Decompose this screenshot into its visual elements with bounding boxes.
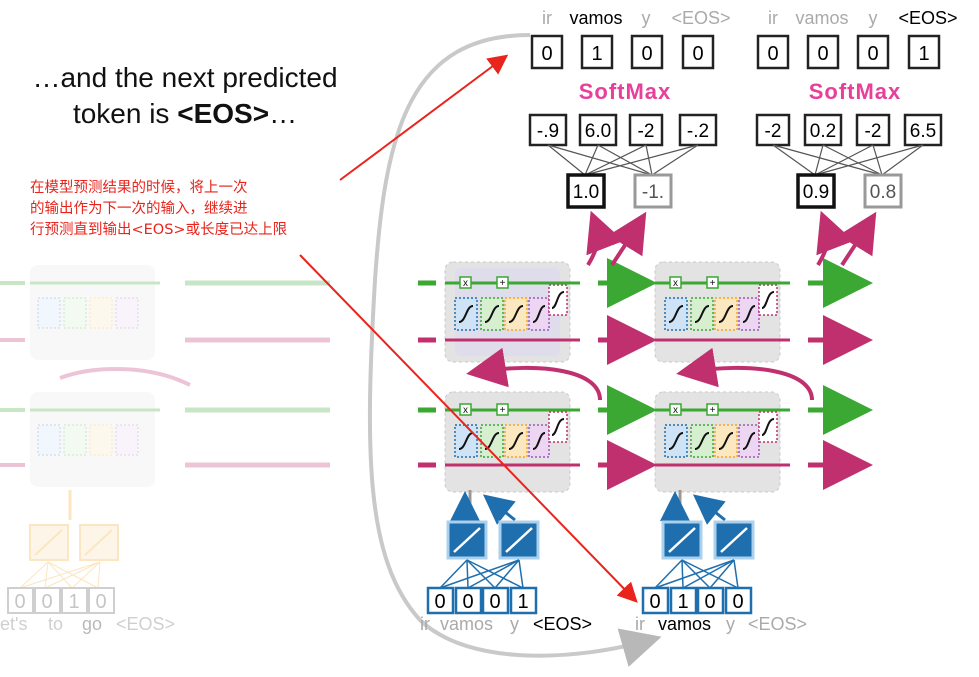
logit-cell: -.2 — [687, 121, 709, 142]
output-cell: 1 — [591, 43, 602, 65]
vocab-label: y — [510, 614, 519, 634]
feedback-loop-arrow — [367, 33, 662, 667]
output-cell: 0 — [767, 43, 778, 65]
annotation-arrow-down — [299, 254, 638, 603]
vocab-label: <EOS> — [671, 8, 730, 28]
heading-suffix: … — [269, 98, 298, 129]
output-cell: 0 — [817, 43, 828, 65]
vocab-label: ir — [542, 8, 552, 28]
decoder-lstm-grid: x + x + x + x + — [418, 210, 877, 515]
vocab-label: ir — [768, 8, 778, 28]
left-vocab-word: <EOS> — [116, 614, 175, 634]
output-cell: 0 — [641, 43, 652, 65]
vocab-label: <EOS> — [748, 614, 807, 634]
annotation-line-2: 的输出作为下一次的输入，继续进 — [30, 201, 248, 217]
svg-text:x: x — [463, 405, 468, 416]
decoder-step-1: ir vamos y <EOS> 0 1 0 0 SoftMax -.9 6.0… — [528, 8, 731, 209]
input-cell: 1 — [677, 591, 688, 613]
logit-cell: 6.0 — [585, 121, 611, 142]
left-input-cell: 1 — [68, 591, 79, 613]
softmax-label: SoftMax — [809, 79, 902, 104]
svg-text:x: x — [673, 278, 678, 289]
heading-line-2: token is <EOS>… — [0, 96, 370, 132]
hidden-value: -1. — [642, 182, 664, 203]
logit-cell: -2 — [765, 121, 782, 142]
decoder-step-2: ir vamos y <EOS> 0 0 0 1 SoftMax -2 0.2 … — [755, 8, 958, 209]
vocab-label: y — [726, 614, 735, 634]
vocab-label: <EOS> — [898, 8, 957, 28]
annotation-line-3: 行预测直到输出<EOS>或长度已达上限 — [30, 222, 288, 238]
left-input-cell: 0 — [41, 591, 52, 613]
input-cell: 0 — [434, 591, 445, 613]
logit-cell: -2 — [865, 121, 882, 142]
logit-cell: 0.2 — [810, 121, 836, 142]
vocab-label: ir — [635, 614, 645, 634]
left-input-cell: 0 — [14, 591, 25, 613]
vocab-label: vamos — [569, 8, 622, 28]
heading-token: <EOS> — [177, 98, 270, 129]
left-vocab-word: to — [48, 614, 63, 634]
svg-text:x: x — [673, 405, 678, 416]
vocab-label: vamos — [658, 614, 711, 634]
vocab-label: y — [869, 8, 878, 28]
svg-text:+: + — [710, 278, 716, 289]
input-cell: 0 — [649, 591, 660, 613]
hidden-value: 0.9 — [803, 182, 829, 203]
hidden-value: 1.0 — [573, 182, 599, 203]
heading-line-1: …and the next predicted — [32, 62, 338, 93]
slide-heading: …and the next predicted token is <EOS>… — [0, 60, 370, 132]
vocab-label: y — [642, 8, 651, 28]
svg-text:+: + — [500, 278, 506, 289]
logit-cell: 6.5 — [910, 121, 936, 142]
left-input-cell: 0 — [95, 591, 106, 613]
input-cell: 0 — [704, 591, 715, 613]
left-vocab-word: let's — [0, 614, 27, 634]
annotation-line-1: 在模型预测结果的时候，将上一次 — [30, 180, 248, 196]
softmax-label: SoftMax — [579, 79, 672, 104]
output-cell: 0 — [692, 43, 703, 65]
logit-cell: -.9 — [537, 121, 559, 142]
svg-text:x: x — [463, 278, 468, 289]
vocab-label: <EOS> — [533, 614, 592, 634]
logit-cell: -2 — [638, 121, 655, 142]
decoder-embeddings: 0 0 0 1 ir vamos y <EOS> 0 — [420, 491, 807, 634]
svg-text:+: + — [710, 405, 716, 416]
annotation-arrow-up — [339, 54, 509, 181]
vocab-label: vamos — [440, 614, 493, 634]
input-cell: 1 — [517, 591, 528, 613]
input-cell: 0 — [732, 591, 743, 613]
output-cell: 1 — [918, 43, 929, 65]
input-cell: 0 — [462, 591, 473, 613]
output-cell: 0 — [541, 43, 552, 65]
output-cell: 0 — [867, 43, 878, 65]
annotation-note: 在模型预测结果的时候，将上一次 的输出作为下一次的输入，继续进 行预测直到输出<… — [30, 178, 370, 241]
hidden-value: 0.8 — [870, 182, 896, 203]
faded-encoder: 0 0 1 0 let's to go <EOS> — [0, 265, 330, 634]
left-vocab-word: go — [82, 614, 102, 634]
input-cell: 0 — [489, 591, 500, 613]
vocab-label: vamos — [795, 8, 848, 28]
vocab-label: ir — [420, 614, 430, 634]
svg-text:+: + — [500, 405, 506, 416]
heading-prefix: token is — [72, 98, 178, 129]
